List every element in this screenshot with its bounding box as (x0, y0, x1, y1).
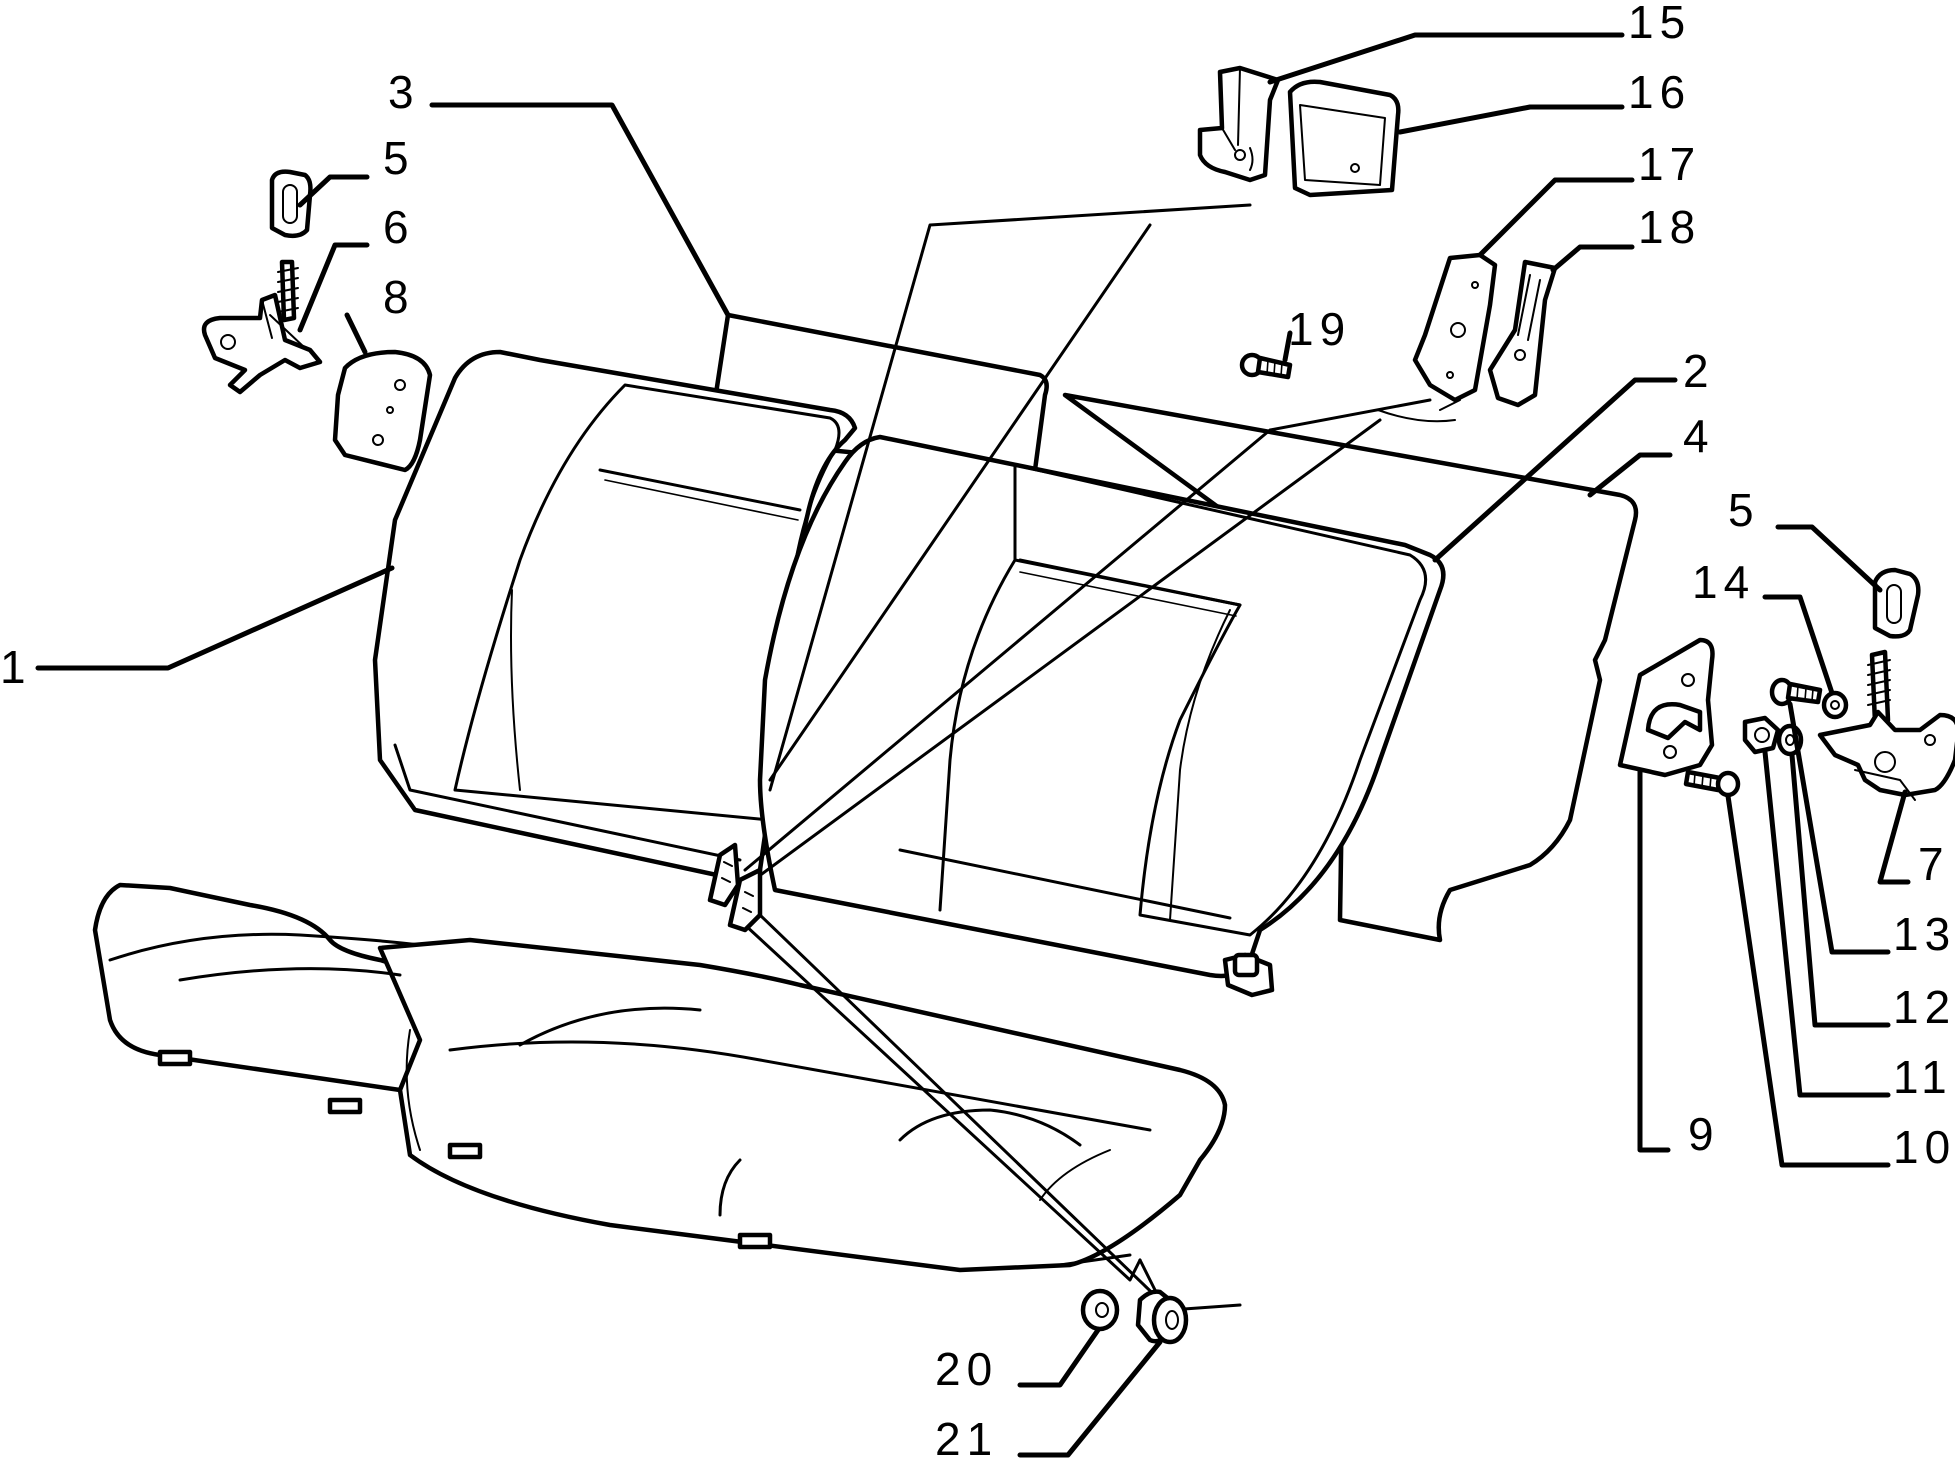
callout-16: 16 (1628, 66, 1691, 118)
leader-4 (1587, 452, 1673, 498)
callout-13: 13 (1893, 908, 1955, 960)
right-backrest-seam (1013, 463, 1428, 937)
leader-15 (1267, 32, 1625, 85)
callout-21: 21 (935, 1413, 998, 1458)
leader-13 (1787, 701, 1891, 955)
leader-14 (1762, 594, 1835, 696)
leader-6 (297, 242, 370, 333)
leader-19 (1282, 330, 1293, 363)
callout-12: 12 (1893, 981, 1955, 1033)
callout-5a: 5 (383, 132, 415, 184)
leader-9 (1637, 767, 1671, 1153)
part-17-bracket (1412, 252, 1498, 403)
part-8-plate-left (332, 349, 433, 473)
callout-14: 14 (1692, 556, 1755, 608)
callout-18: 18 (1638, 201, 1701, 253)
callout-17: 17 (1638, 138, 1701, 190)
callout-19: 19 (1288, 303, 1351, 355)
part-21-grommet (1135, 1289, 1189, 1345)
callout-3: 3 (388, 66, 420, 118)
part-7-hinge-right (1817, 649, 1955, 801)
part-13-bolt (1769, 677, 1823, 707)
leader-20 (1017, 1327, 1101, 1388)
leader-5a (297, 174, 370, 208)
part-6-hinge-left (201, 259, 323, 395)
leader-7 (1877, 789, 1911, 885)
part-5-cap-right (1872, 567, 1921, 639)
callout-11: 11 (1893, 1051, 1953, 1103)
left-backrest-seam (453, 383, 841, 822)
callout-8: 8 (383, 271, 415, 323)
callout-10: 10 (1893, 1121, 1955, 1173)
part-18-bracket (1487, 259, 1558, 408)
leader-10 (1725, 793, 1891, 1168)
leader-3 (429, 102, 731, 318)
leader-5b (1775, 524, 1883, 593)
right-backrest (757, 434, 1446, 979)
leader-21 (1017, 1339, 1163, 1458)
callout-20: 20 (935, 1343, 998, 1395)
leader-lines (35, 32, 1911, 1458)
part-5-cap-left (269, 169, 313, 239)
part-9-plate-right (1617, 637, 1715, 778)
callout-15: 15 (1628, 0, 1691, 48)
leader-11 (1762, 749, 1891, 1098)
seatbelt-strap-upper (743, 203, 1432, 872)
part-20-washer (1080, 1288, 1120, 1332)
callout-6: 6 (383, 201, 415, 253)
left-backrest-band (598, 468, 802, 512)
callout-1: 1 (0, 641, 32, 693)
seat-cushion-left (92, 882, 443, 1093)
part-19-screw (1239, 352, 1293, 380)
callout-4: 4 (1683, 410, 1715, 462)
callout-2: 2 (1683, 345, 1715, 397)
leader-18 (1550, 244, 1635, 273)
leader-17 (1477, 177, 1635, 258)
callout-5b: 5 (1728, 484, 1760, 536)
leader-2 (1432, 377, 1678, 563)
callout-7: 7 (1918, 838, 1950, 890)
part-16-buckle-cover (1287, 79, 1401, 198)
part-11-nut (1742, 715, 1781, 755)
callout-9: 9 (1688, 1108, 1720, 1160)
leader-16 (1397, 104, 1625, 135)
leader-12 (1789, 752, 1891, 1028)
leader-1 (35, 565, 395, 671)
seat-cushion-right (377, 937, 1228, 1273)
part-14-washer (1821, 690, 1849, 720)
leader-8 (344, 312, 368, 355)
part-10-screw (1683, 769, 1741, 798)
